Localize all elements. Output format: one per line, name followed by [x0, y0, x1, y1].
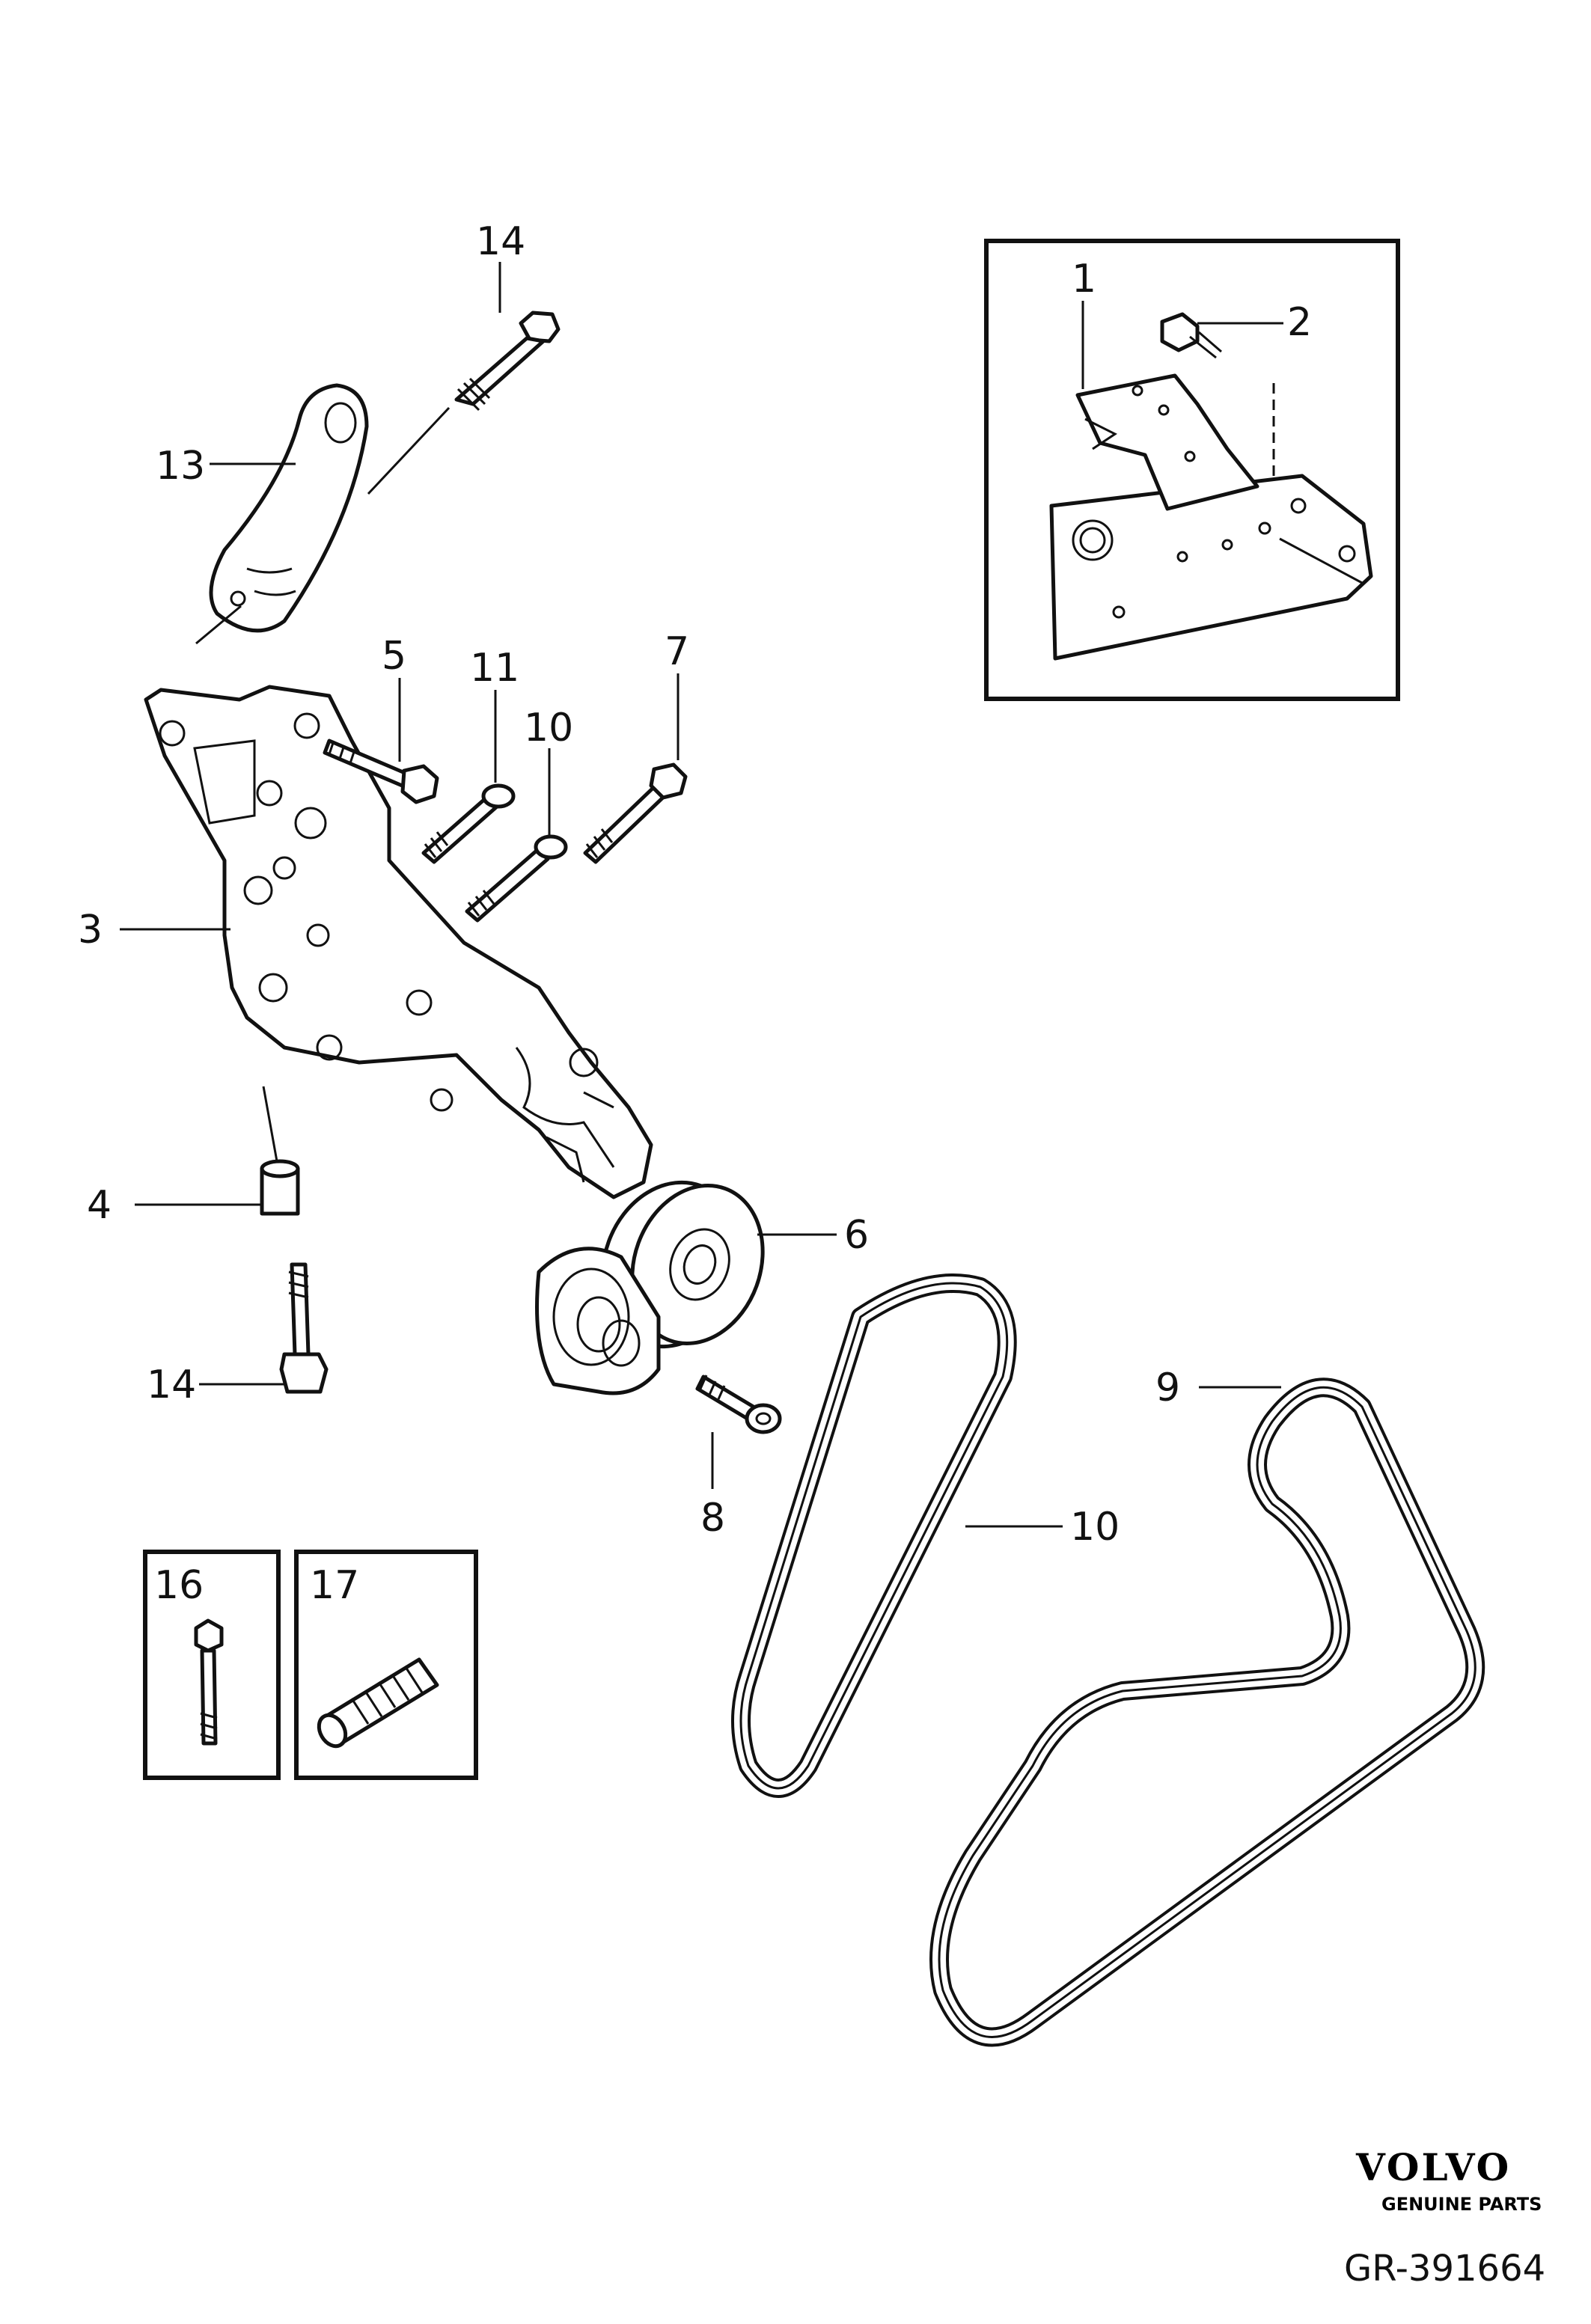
box-16-bolt [143, 1550, 281, 1780]
part-5-bolt [323, 678, 439, 804]
part-13-bracket [195, 383, 369, 645]
callout-11: 11 [470, 646, 519, 691]
genuine-parts-tagline: GENUINE PARTS [1381, 2194, 1542, 2215]
callout-7: 7 [665, 629, 689, 674]
part-4-spacer [135, 1086, 300, 1216]
callout-9: 9 [1155, 1366, 1180, 1410]
callout-14-top: 14 [476, 219, 525, 264]
part-6-idler-pulley [600, 1180, 837, 1349]
callout-17: 17 [310, 1563, 359, 1608]
part-3-main-bracket [120, 685, 653, 1199]
tensioner-unit [535, 1247, 661, 1395]
callout-10-belt: 10 [1070, 1505, 1120, 1550]
callout-13: 13 [156, 444, 205, 489]
callout-14-bottom: 14 [147, 1363, 196, 1407]
callout-6: 6 [844, 1213, 869, 1258]
volvo-logo: VOLVO [1355, 2145, 1511, 2189]
callout-1: 1 [1072, 257, 1096, 302]
callout-8: 8 [700, 1496, 725, 1541]
inset-detail-box [984, 239, 1400, 701]
figure-code: GR-391664 [1344, 2248, 1545, 2290]
box-17-stud [294, 1550, 478, 1780]
part-11-bolt [421, 690, 516, 864]
part-14-top-bolt [367, 262, 561, 495]
part-9-belt [929, 1377, 1485, 2047]
part-7-bolt [583, 673, 688, 864]
callout-5: 5 [382, 634, 406, 679]
part-14-bottom-bolt [199, 1262, 329, 1394]
callout-2: 2 [1287, 300, 1312, 345]
part-10-belt [731, 1273, 1063, 1798]
part-8-bolt [695, 1374, 782, 1489]
callout-4: 4 [87, 1183, 112, 1228]
callout-3: 3 [78, 908, 103, 952]
callout-16: 16 [154, 1563, 204, 1608]
callout-10-bolt: 10 [524, 706, 573, 750]
part-10-bolt [465, 748, 568, 923]
